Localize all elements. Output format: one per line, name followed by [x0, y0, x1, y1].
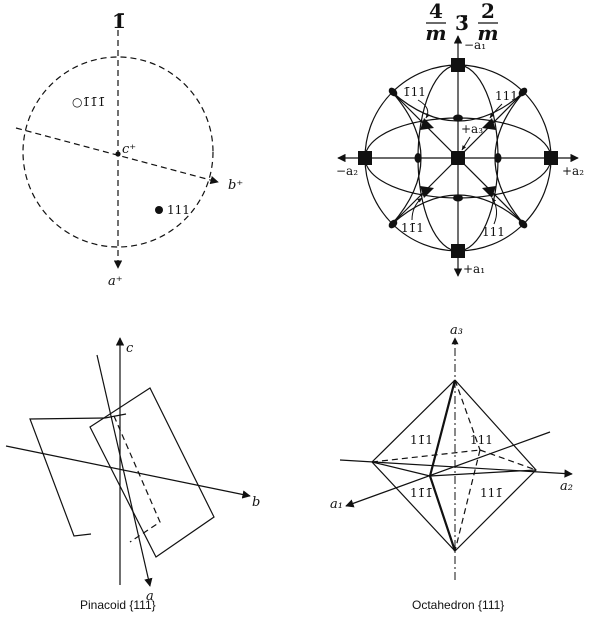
octa-outline [371, 379, 537, 552]
neg-a2-label: −a₂ [336, 164, 358, 178]
pos-a2-label: +a₂ [562, 164, 584, 178]
threefold-triangle-ll [420, 186, 434, 198]
octa-front-edge-lower [428, 475, 457, 552]
face-11bar1-label: 11̄1 [401, 221, 424, 235]
title-3bar: 3̄ [455, 11, 469, 35]
panel-pinacoid: c b a Pinacoid {111} [5, 337, 260, 612]
pinacoid-caption: Pinacoid {111} [80, 598, 156, 612]
pinacoid-a-axis [96, 354, 153, 587]
twofold-lens-n [453, 114, 463, 122]
octa-front-edge-upper [428, 379, 457, 477]
pinacoid-b-axis [5, 445, 251, 499]
octa-a2-label: a₂ [560, 479, 573, 494]
twofold-lens-w [414, 153, 422, 163]
octa-a1-label: a₁ [330, 497, 343, 512]
b-axis-label: b⁺ [228, 178, 243, 193]
primitive-circle [22, 56, 214, 248]
title-den-m-right: m [477, 21, 498, 45]
face-111-top-label: 111 [495, 89, 518, 103]
octa-front-edge-left [371, 461, 431, 477]
neg-a1-label: −a₁ [464, 38, 486, 52]
pole-upper-label: ○1̄1̄1̄ [72, 95, 105, 109]
octa-a3-label: a₃ [450, 323, 463, 338]
twofold-lens-s [453, 194, 463, 202]
panel-octahedron: a₃ a₂ a₁ 11̄1 111 11̄1̄ 111̄ Octahedron … [330, 323, 573, 612]
leader-11bar1 [411, 197, 423, 221]
leader-1bar11 [417, 99, 431, 119]
pole-111-dot [155, 206, 163, 214]
threefold-triangle-ur [482, 118, 496, 130]
twofold-lens-se [518, 219, 528, 229]
face-1bar11-label: 1̄11 [403, 85, 426, 99]
panel-1bar-stereogram: 1̄ c⁺ b⁺ a⁺ ○1̄1̄1̄ 111 [15, 9, 243, 289]
fourfold-square-top [451, 58, 465, 72]
threefold-triangle-lr [482, 186, 496, 198]
pinacoid-face-left [29, 417, 106, 537]
octa-a2-axis [339, 459, 573, 478]
fourfold-square-center [451, 151, 465, 165]
c-axis-label: c⁺ [122, 142, 136, 157]
title-den-m-left: m [425, 21, 446, 45]
threefold-triangle-ul [420, 118, 434, 130]
pinacoid-a-label: a [146, 589, 154, 604]
twofold-lens-ne [518, 87, 528, 97]
twofold-lens-sw [388, 219, 398, 229]
a-axis-label: a⁺ [108, 274, 123, 289]
fourfold-square-bottom [451, 244, 465, 258]
octa-face-11bar1-label: 11̄1̄ [410, 486, 433, 500]
panel-m3m-stereogram: 4 m 3̄ 2 m [336, 0, 584, 277]
face-111-bottom-label: 111 [482, 225, 505, 239]
octa-front-edge-right [429, 469, 537, 477]
octa-hidden-edge-upper [454, 379, 481, 451]
pole-lower-label: 111 [167, 203, 190, 217]
pinacoid-face-right [89, 387, 215, 558]
octa-face-11bar1-b-label: 111̄ [480, 486, 503, 500]
leader-111-bottom [491, 197, 498, 225]
fourfold-square-right [544, 151, 558, 165]
panel-1bar-title: 1̄ [112, 9, 126, 33]
pos-a3-label: +a₃ [461, 122, 483, 136]
twofold-lens-e [494, 153, 502, 163]
octa-hidden-edge-left [371, 449, 481, 463]
leader-111-top [489, 103, 503, 119]
title-num-2: 2 [481, 0, 495, 23]
pinacoid-face-left-top [104, 413, 127, 419]
c-axis-point [115, 151, 121, 157]
octa-face-1bar11-label: 11̄1 [410, 433, 433, 447]
octa-a1-axis [345, 431, 551, 508]
title-num-4: 4 [429, 0, 443, 23]
pinacoid-hidden-edges [113, 415, 161, 543]
pinacoid-b-label: b [252, 495, 260, 510]
pos-a1-label: +a₁ [463, 262, 485, 276]
octa-hidden-edge-lower [454, 449, 481, 552]
leader-a3 [461, 136, 471, 151]
twofold-lens-nw [388, 87, 398, 97]
pinacoid-c-label: c [126, 341, 134, 356]
fourfold-square-left [358, 151, 372, 165]
octa-face-111-label: 111 [470, 433, 493, 447]
octahedron-caption: Octahedron {111} [412, 598, 504, 612]
